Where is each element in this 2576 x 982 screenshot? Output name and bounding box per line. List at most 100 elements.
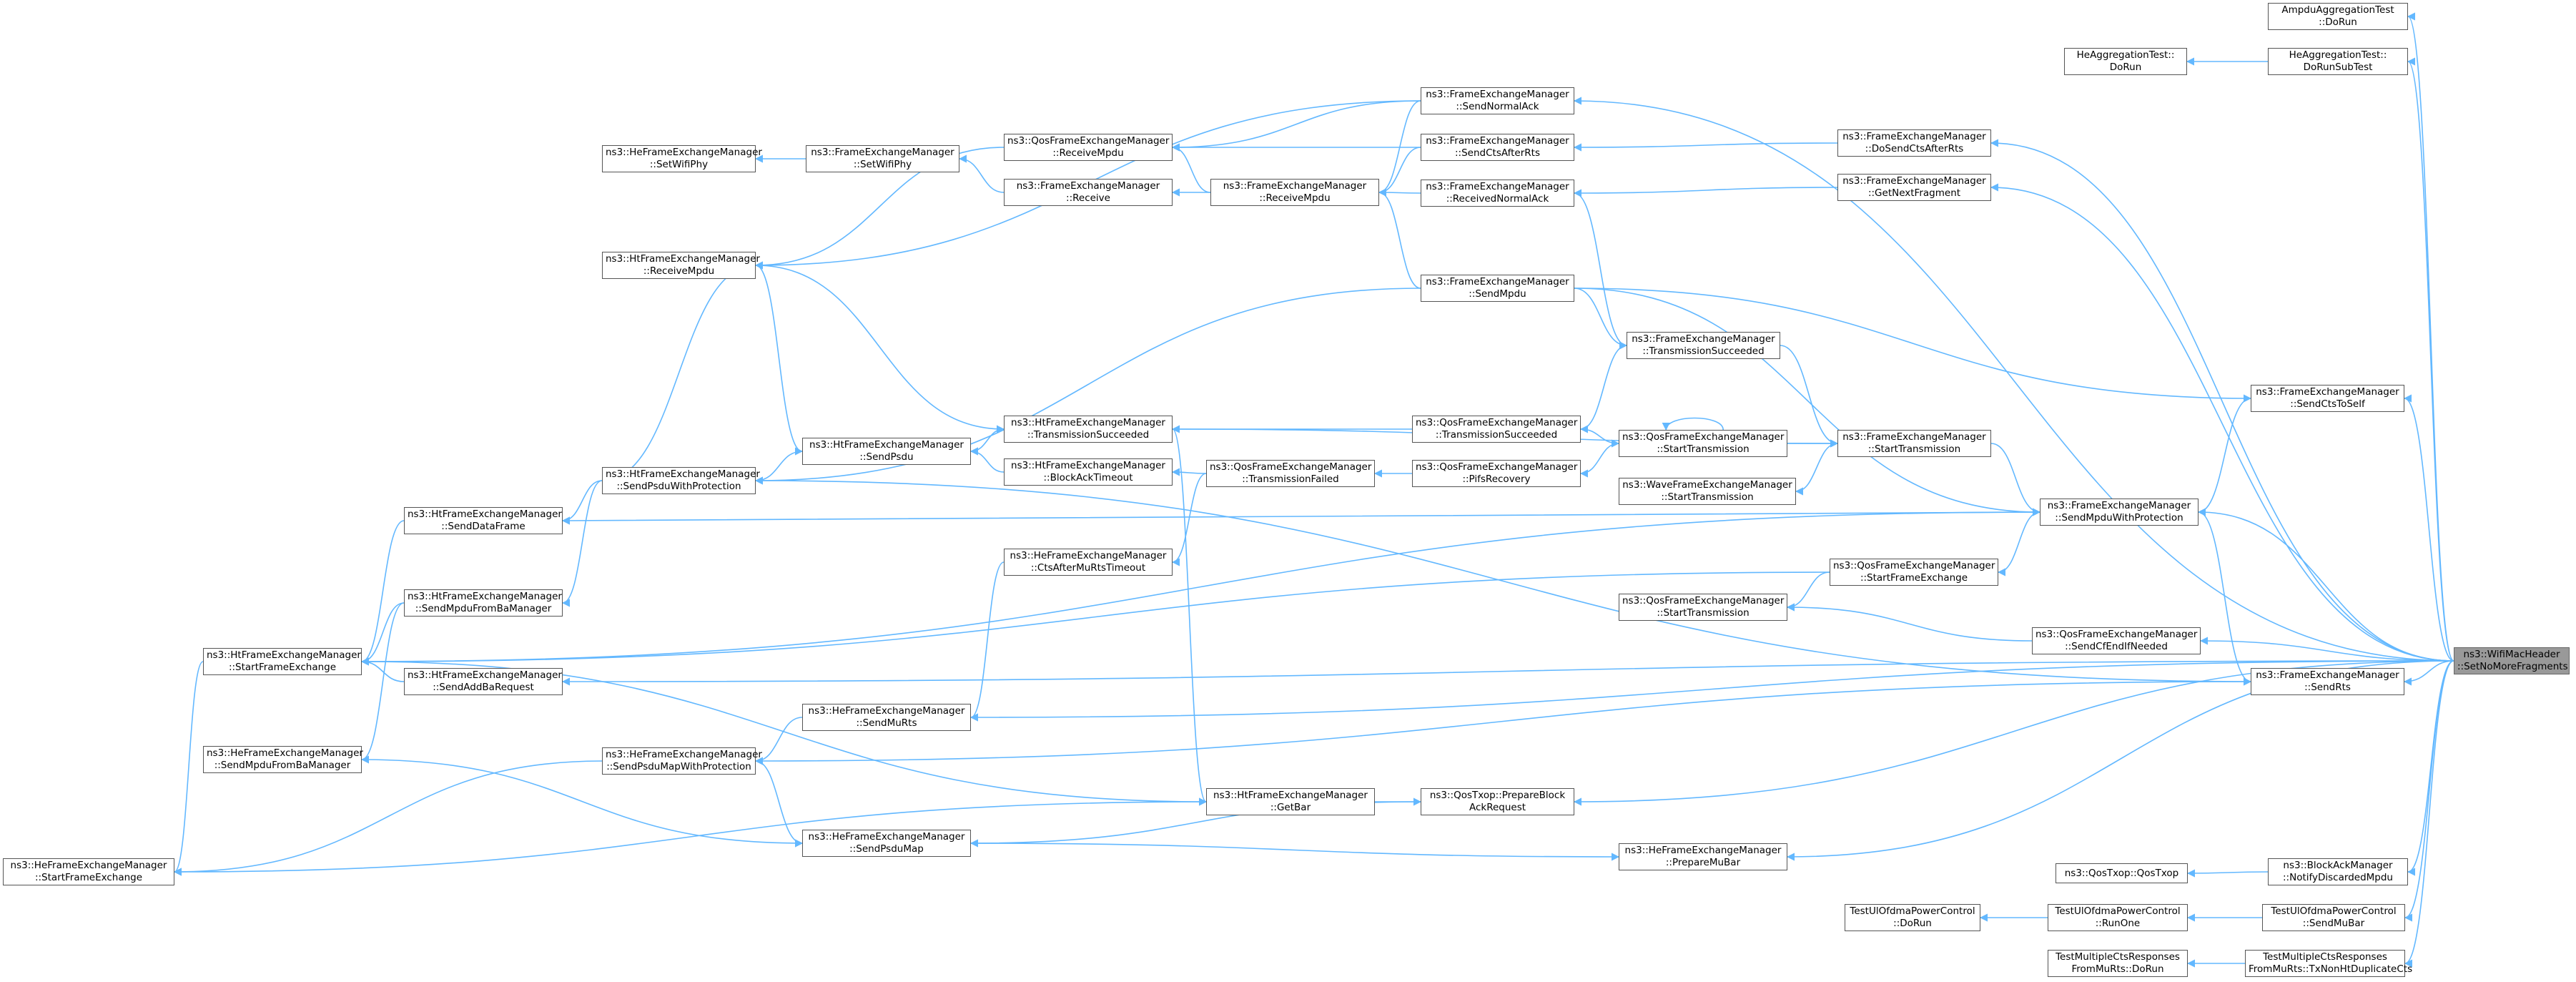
node-hefem-sendpsdumap[interactable]: ns3::HeFrameExchangeManager::SendPsduMap: [802, 830, 971, 857]
node-tulofdma-sendmubar[interactable]: TestUlOfdmaPowerControl::SendMuBar: [2262, 904, 2405, 931]
node-bam-notifydiscardedmpdu[interactable]: ns3::BlockAckManager::NotifyDiscardedMpd…: [2268, 858, 2408, 885]
node-tulofdma-dorun[interactable]: TestUlOfdmaPowerControl::DoRun: [1845, 904, 1980, 931]
node-label-line2: ::NotifyDiscardedMpdu: [2283, 872, 2393, 883]
node-fem-dosendctsafterrts[interactable]: ns3::FrameExchangeManager::DoSendCtsAfte…: [1837, 129, 1991, 157]
node-label-line1: ns3::FrameExchangeManager: [1426, 135, 1569, 147]
node-hefem-setwifiphy[interactable]: ns3::HeFrameExchangeManager::SetWifiPhy: [602, 145, 762, 172]
node-htfem-sendpsduwithprotection[interactable]: ns3::HtFrameExchangeManager::SendPsduWit…: [602, 467, 760, 494]
node-label-line2: ::PrepareMuBar: [1665, 857, 1741, 868]
edge: [2404, 660, 2454, 968]
edge: [2407, 57, 2454, 662]
node-htfem-receivempdu[interactable]: ns3::HtFrameExchangeManager::ReceiveMpdu: [602, 252, 760, 279]
node-qfem-starttx2[interactable]: ns3::QosFrameExchangeManager::StartTrans…: [1619, 594, 1787, 621]
node-label-line1: ns3::HeFrameExchangeManager: [606, 749, 762, 760]
node-label-line2: ::SendMuRts: [856, 717, 917, 729]
node-label-line1: ns3::BlockAckManager: [2283, 860, 2393, 871]
node-label-line1: HeAggregationTest::: [2076, 49, 2175, 61]
node-fem-sendrts[interactable]: ns3::FrameExchangeManager::SendRts: [2251, 668, 2404, 695]
node-label-line1: ns3::HeFrameExchangeManager: [808, 705, 965, 717]
node-fem-setwifiphy[interactable]: ns3::FrameExchangeManager::SetWifiPhy: [806, 145, 959, 172]
node-htfem-sendmpdufrombamanager[interactable]: ns3::HtFrameExchangeManager::SendMpduFro…: [404, 589, 563, 617]
node-qfem-txfailed[interactable]: ns3::QosFrameExchangeManager::Transmissi…: [1206, 460, 1375, 487]
edge: [1579, 443, 1619, 478]
node-label-line1: ns3::HtFrameExchangeManager: [1011, 460, 1165, 471]
node-label-line1: ns3::FrameExchangeManager: [2047, 500, 2191, 511]
node-heagg-dorun[interactable]: HeAggregationTest::DoRun: [2064, 48, 2187, 75]
node-qfem-startframeexchange[interactable]: ns3::QosFrameExchangeManager::StartFrame…: [1830, 559, 1998, 586]
node-hefem-ctsaftermurtstimeout[interactable]: ns3::HeFrameExchangeManager::CtsAfterMuR…: [1004, 549, 1173, 576]
node-htfem-txsucceeded[interactable]: ns3::HtFrameExchangeManager::Transmissio…: [1004, 416, 1173, 443]
node-label-line1: ns3::FrameExchangeManager: [2256, 386, 2399, 398]
node-label-line1: ns3::QosFrameExchangeManager: [1833, 560, 1995, 571]
node-fem-receivempdu[interactable]: ns3::FrameExchangeManager::ReceiveMpdu: [1210, 179, 1379, 206]
edge: [2403, 394, 2454, 662]
node-tulofdma-runone[interactable]: TestUlOfdmaPowerControl::RunOne: [2048, 904, 2188, 931]
node-label-line1: TestMultipleCtsResponses: [2056, 951, 2180, 963]
node-label-line1: ns3::HeFrameExchangeManager: [1010, 550, 1167, 561]
node-fem-txsucceeded[interactable]: ns3::FrameExchangeManager::TransmissionS…: [1627, 332, 1780, 359]
node-hefem-preparemubar[interactable]: ns3::HeFrameExchangeManager::PrepareMuBa…: [1619, 843, 1787, 870]
node-qfem-sendcfendifneeded[interactable]: ns3::QosFrameExchangeManager::SendCfEndI…: [2032, 627, 2201, 654]
node-fem-sendctsafterrts[interactable]: ns3::FrameExchangeManager::SendCtsAfterR…: [1421, 134, 1574, 161]
node-fem-starttx[interactable]: ns3::FrameExchangeManager::StartTransmis…: [1837, 430, 1991, 457]
node-label-line1: TestMultipleCtsResponses: [2263, 951, 2387, 963]
node-label-line2: ::SendMpduWithProtection: [2055, 512, 2183, 524]
edge: [360, 602, 405, 666]
node-htfem-senddataframe[interactable]: ns3::HtFrameExchangeManager::SendDataFra…: [404, 507, 563, 534]
node-fem-sendctstoself[interactable]: ns3::FrameExchangeManager::SendCtsToSelf: [2251, 385, 2404, 412]
node-label-line2: DoRun: [2109, 62, 2142, 73]
edge: [2407, 660, 2454, 876]
edge: [1378, 188, 1421, 289]
node-fem-sendnormalack[interactable]: ns3::FrameExchangeManager::SendNormalAck: [1421, 87, 1574, 114]
node-label-line2: ::RunOne: [2095, 918, 2141, 929]
edge: [969, 660, 2454, 722]
node-label-line2: ::SetWifiPhy: [853, 159, 912, 170]
node-label-line1: ns3::QosTxop::QosTxop: [2064, 867, 2179, 879]
node-fem-sendmpdu[interactable]: ns3::FrameExchangeManager::SendMpdu: [1421, 275, 1574, 302]
node-label-line2: ::GetBar: [1270, 802, 1311, 813]
node-label-line1: ns3::HeFrameExchangeManager: [606, 147, 762, 158]
edge: [1171, 100, 1421, 152]
node-label-line1: ns3::HtFrameExchangeManager: [1213, 790, 1368, 801]
edge: [1997, 511, 2040, 576]
node-htfem-sendpsdu[interactable]: ns3::HtFrameExchangeManager::SendPsdu: [802, 438, 971, 465]
node-qfem-pifsrecovery[interactable]: ns3::QosFrameExchangeManager::PifsRecove…: [1412, 460, 1581, 487]
node-htfem-getbar[interactable]: ns3::HtFrameExchangeManager::GetBar: [1206, 788, 1375, 815]
root-line2: ::SetNoMoreFragments: [2457, 661, 2568, 672]
edge: [2198, 511, 2252, 686]
node-fem-getnextfragment[interactable]: ns3::FrameExchangeManager::GetNextFragme…: [1837, 174, 1991, 201]
edge: [1573, 97, 2454, 662]
node-hefem-sendmpdufrombamanager[interactable]: ns3::HeFrameExchangeManager::SendMpduFro…: [203, 746, 363, 773]
root-node[interactable]: ns3::WifiMacHeader ::SetNoMoreFragments: [2454, 647, 2570, 674]
node-fem-receive[interactable]: ns3::FrameExchangeManager::Receive: [1004, 179, 1173, 206]
node-htfem-blockacktimeout[interactable]: ns3::HtFrameExchangeManager::BlockAckTim…: [1004, 458, 1173, 486]
edge: [1786, 571, 1830, 612]
edge: [754, 717, 803, 765]
node-label-line2: ::TransmissionSucceeded: [1027, 429, 1150, 441]
node-label-line1: ns3::HtFrameExchangeManager: [1011, 417, 1165, 428]
node-hefem-sendmurts[interactable]: ns3::HeFrameExchangeManager::SendMuRts: [802, 704, 971, 731]
node-qfem-txsucceeded[interactable]: ns3::QosFrameExchangeManager::Transmissi…: [1412, 416, 1581, 443]
node-label-line1: ns3::QosFrameExchangeManager: [1622, 431, 1785, 443]
node-label-line1: ns3::QosFrameExchangeManager: [1622, 595, 1785, 607]
node-label-line1: ns3::FrameExchangeManager: [811, 147, 954, 158]
node-qfem-receivempdu[interactable]: ns3::QosFrameExchangeManager::ReceiveMpd…: [1004, 134, 1173, 161]
node-fem-sendmpduwithprotection[interactable]: ns3::FrameExchangeManager::SendMpduWithP…: [2040, 499, 2199, 526]
node-label-line2: FromMuRts::DoRun: [2071, 963, 2164, 975]
node-hefem-sendpsdumapwithprotection[interactable]: ns3::HeFrameExchangeManager::SendPsduMap…: [602, 747, 762, 775]
node-heagg-subtest[interactable]: HeAggregationTest::DoRunSubTest: [2268, 48, 2408, 75]
edge: [1378, 188, 1421, 197]
node-fem-receivednormalack[interactable]: ns3::FrameExchangeManager::ReceivedNorma…: [1421, 180, 1574, 207]
node-qfem-starttx[interactable]: ns3::QosFrameExchangeManager::StartTrans…: [1619, 430, 1787, 457]
node-ampdu-dorun[interactable]: AmpduAggregationTest::DoRun: [2268, 3, 2408, 30]
node-label-line1: ns3::FrameExchangeManager: [1842, 131, 1986, 142]
node-htfem-startframeexchange[interactable]: ns3::HtFrameExchangeManager::StartFrameE…: [203, 648, 362, 675]
node-qostxop-ctor[interactable]: ns3::QosTxop::QosTxop: [2056, 863, 2188, 883]
edge: [2197, 508, 2454, 662]
node-wfem-starttx[interactable]: ns3::WaveFrameExchangeManager::StartTran…: [1619, 478, 1796, 505]
node-htfem-sendaddbarequest[interactable]: ns3::HtFrameExchangeManager::SendAddBaRe…: [404, 668, 563, 695]
node-hefem-startframeexchange[interactable]: ns3::HeFrameExchangeManager::StartFrameE…: [3, 858, 174, 885]
